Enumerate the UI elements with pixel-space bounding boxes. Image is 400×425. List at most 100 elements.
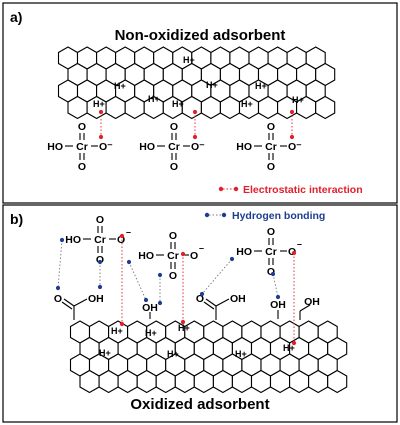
oxygen-label: O (288, 246, 296, 258)
hexagon-ring (212, 369, 233, 394)
hexagon-ring (79, 369, 100, 394)
hydroxyl-label: HO (47, 141, 63, 153)
charge-label: – (126, 227, 131, 237)
hbond-dot (59, 237, 65, 243)
panel-a-label: a) (10, 9, 22, 25)
legend-hbond-dot-2 (221, 212, 227, 218)
electrostatic-dot (289, 134, 295, 140)
proton-label: H+ (178, 323, 190, 333)
hydroxyl-label: HO (236, 141, 252, 153)
electrostatic-dot (98, 109, 104, 115)
hbond-dot (199, 291, 205, 297)
oxygen-label: O (78, 161, 86, 173)
oxygen-label: O (78, 121, 86, 133)
oxygen-label: O (170, 121, 178, 133)
chromium-label: Cr (265, 141, 277, 153)
proton-label: H+ (241, 99, 253, 109)
proton-label: H+ (206, 80, 218, 90)
hexagon-ring (219, 95, 241, 120)
panel-b-frame (2, 204, 398, 423)
oxygen-label: O (117, 234, 125, 246)
oxygen-label: O (169, 230, 177, 242)
proton-label: H+ (148, 94, 160, 104)
oxygen-label: O (170, 161, 178, 173)
hexagon-ring (117, 369, 138, 394)
carboxyl-oxygen: O (54, 293, 62, 305)
hydroxyl-label: HO (236, 246, 252, 258)
hydrogen-bond-links (55, 233, 297, 346)
protons-a: H+H+H+H+H+H+H+H+H+ (93, 55, 304, 109)
hydrogen-bond-link (57, 239, 63, 289)
panel-b-title: Oxidized adsorbent (130, 396, 269, 413)
chromium-label: Cr (167, 250, 179, 262)
carboxyl-co-a (63, 298, 75, 307)
proton-label: H+ (167, 349, 179, 359)
proton-label: H+ (93, 99, 105, 109)
proton-label: H+ (111, 326, 123, 336)
legend-electrostatic-dot-1 (218, 186, 224, 192)
electrostatic-dot (119, 321, 125, 327)
charge-label: – (199, 243, 204, 253)
carboxyl-c-oh (73, 298, 88, 307)
hbond-dot (157, 272, 163, 278)
hexagon-ring (98, 369, 119, 394)
hexagon-ring (315, 95, 336, 120)
electrostatic-dot (291, 340, 297, 346)
chromium-label: Cr (168, 141, 180, 153)
methylene-bond (299, 304, 311, 312)
hexagon-ring (67, 95, 88, 120)
graphene-lattice-b (69, 320, 348, 394)
hbond-dot (126, 259, 132, 265)
hbond-dot (143, 297, 149, 303)
hbond-dot (275, 294, 281, 300)
hexagon-ring (257, 95, 279, 120)
oxygen-label: O (267, 121, 275, 133)
hydrogen-bond-link (201, 258, 233, 295)
hydroxyl-label: HO (139, 141, 155, 153)
hexagon-ring (155, 369, 176, 394)
oxygen-label: O (96, 214, 104, 226)
proton-label: H+ (172, 99, 184, 109)
proton-label: H+ (235, 349, 247, 359)
electrostatic-dot (180, 251, 186, 257)
electrostatic-dot (192, 134, 198, 140)
carboxyl-hydroxyl: OH (230, 293, 246, 305)
oxygen-label: O (169, 270, 177, 282)
hbond-dot (229, 256, 235, 262)
carboxyl-co-a (205, 298, 217, 307)
carboxyl-c-oh (215, 298, 230, 307)
hexagon-ring (231, 369, 253, 394)
hexagon-ring (174, 369, 195, 394)
hexagon-ring (124, 95, 145, 120)
electrostatic-dot (119, 233, 125, 239)
proton-label: H+ (283, 343, 295, 353)
oxide-anion-label: O⁻ (191, 141, 205, 153)
hbond-dot (270, 271, 276, 277)
chromium-label: Cr (76, 141, 88, 153)
oxygen-label: O (267, 226, 275, 238)
oxygen-label: O (267, 266, 275, 278)
hbond-dot (157, 300, 163, 306)
proton-label: H+ (114, 81, 126, 91)
chromium-label: Cr (94, 234, 106, 246)
hexagon-ring (269, 369, 291, 394)
protons-b: H+H+H+H+H+H+H+ (99, 323, 295, 359)
hexagon-ring (193, 369, 214, 394)
hexagon-ring (250, 369, 272, 394)
hydroxyl-label: HO (138, 250, 154, 262)
proton-label: H+ (183, 55, 195, 65)
chromium-label: Cr (265, 246, 277, 258)
hexagon-ring (181, 95, 202, 120)
panel-a-frame (2, 2, 398, 204)
legend-electrostatic-text: Electrostatic interaction (243, 184, 363, 196)
hydrogen-bond-link (128, 261, 147, 301)
graphene-lattice-a (57, 46, 336, 120)
panel-b-label: b) (10, 211, 23, 227)
oxide-anion-label: O⁻ (99, 141, 113, 153)
proton-label: H+ (255, 81, 267, 91)
proton-label: H+ (145, 328, 157, 338)
electrostatic-links (98, 109, 295, 140)
carboxyl-oxygen: O (196, 293, 204, 305)
